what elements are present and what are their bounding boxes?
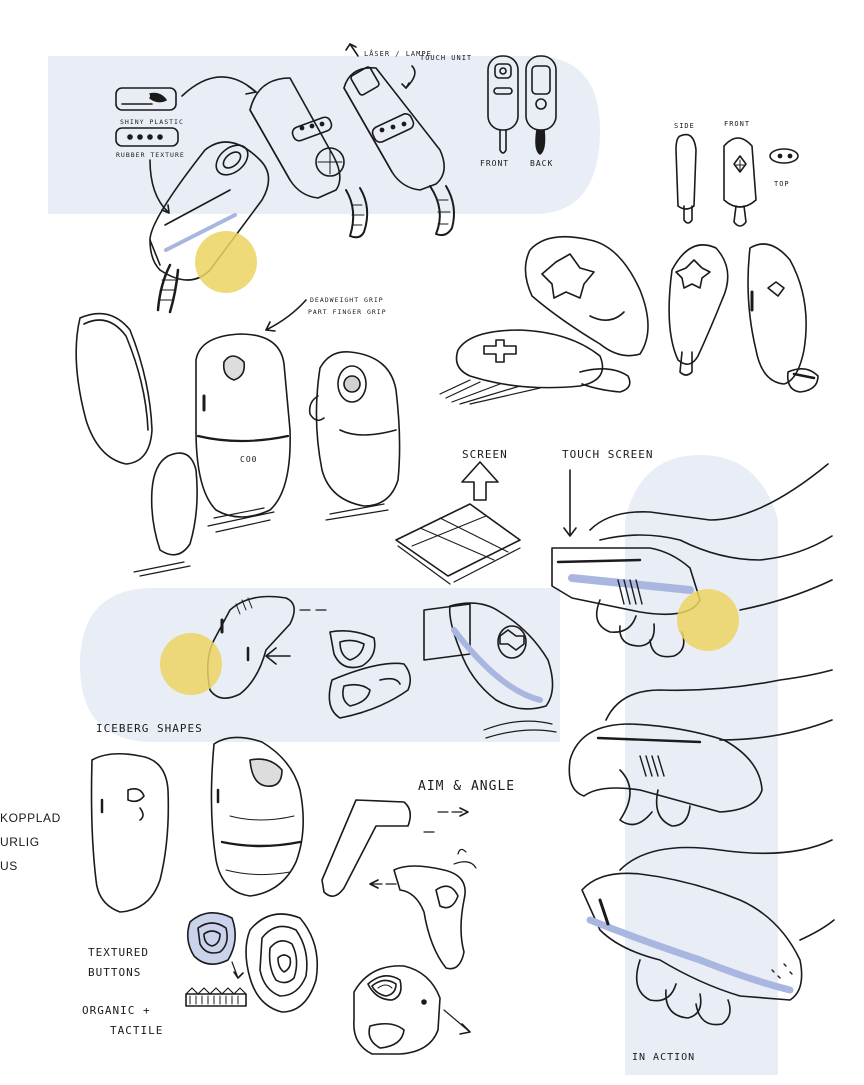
label-side: SIDE xyxy=(674,122,695,130)
label-tactile: TACTILE xyxy=(110,1024,163,1037)
device-badge: CO0 xyxy=(240,455,257,464)
device-sketch-cylinder xyxy=(149,141,270,314)
device-sketch-touch-remote xyxy=(343,43,455,237)
label-grip-note-1: DEADWEIGHT GRIP xyxy=(310,296,384,304)
label-front: FRONT xyxy=(724,120,750,128)
middle-blue-band xyxy=(80,588,560,742)
iceberg-shape-right xyxy=(210,736,304,897)
label-in-action: IN ACTION xyxy=(632,1052,695,1063)
yellow-dot-right xyxy=(677,589,739,651)
rubber-arrow xyxy=(149,159,169,213)
standing-device-side xyxy=(308,351,401,521)
label-touch-unit: TOUCH UNIT xyxy=(420,54,472,62)
orthographic-mini-views xyxy=(675,133,799,227)
grip-hand-sketch xyxy=(568,669,833,827)
shiny-plastic-swatch xyxy=(115,87,177,111)
label-screen: SCREEN xyxy=(462,448,508,461)
label-buttons: BUTTONS xyxy=(88,966,141,979)
device-sketch-open-shell xyxy=(249,77,369,239)
pistol-grip-sketch xyxy=(369,848,477,970)
screen-diagram xyxy=(395,461,521,585)
label-lock-lamp: LÅSER / LAMPE xyxy=(364,49,432,58)
organic-tactile-device xyxy=(353,965,471,1055)
rubber-texture-swatch xyxy=(115,127,179,147)
side-text-line-3: US xyxy=(0,859,18,873)
label-iceberg-shapes: ICEBERG SHAPES xyxy=(96,722,203,735)
label-back-small: BACK xyxy=(530,159,553,168)
label-aim-angle: AIM & ANGLE xyxy=(418,779,515,794)
pebble-shapes xyxy=(75,312,198,577)
organic-controller-with-dpad xyxy=(423,602,557,739)
label-organic: ORGANIC + xyxy=(82,1004,151,1017)
iceberg-shape-left xyxy=(90,752,170,913)
label-shiny-plastic: SHINY PLASTIC xyxy=(120,118,184,126)
side-text-line-2: URLIG xyxy=(0,835,40,849)
organic-cross-shapes xyxy=(439,235,819,405)
small-shell-shapes xyxy=(328,630,412,719)
textured-button-sketches xyxy=(185,912,319,1013)
label-textured: TEXTURED xyxy=(88,946,149,959)
yellow-dot-left xyxy=(160,633,222,695)
label-top: TOP xyxy=(774,180,790,188)
touch-screen-hand xyxy=(551,463,833,658)
standing-device-front xyxy=(195,333,291,533)
label-front-small: FRONT xyxy=(480,159,509,168)
in-action-hand xyxy=(581,839,835,1026)
side-text-line-1: KOPPLAD xyxy=(0,811,61,825)
label-rubber-texture: RUBBER TEXTURE xyxy=(116,151,185,159)
label-grip-note-2: PART FINGER GRIP xyxy=(308,308,387,316)
label-touch-screen: TOUCH SCREEN xyxy=(562,448,653,461)
front-back-remote-views xyxy=(487,55,557,155)
grip-note-arrow xyxy=(265,299,307,331)
aim-angle-shape xyxy=(321,799,469,897)
yellow-dot-top xyxy=(195,231,257,293)
